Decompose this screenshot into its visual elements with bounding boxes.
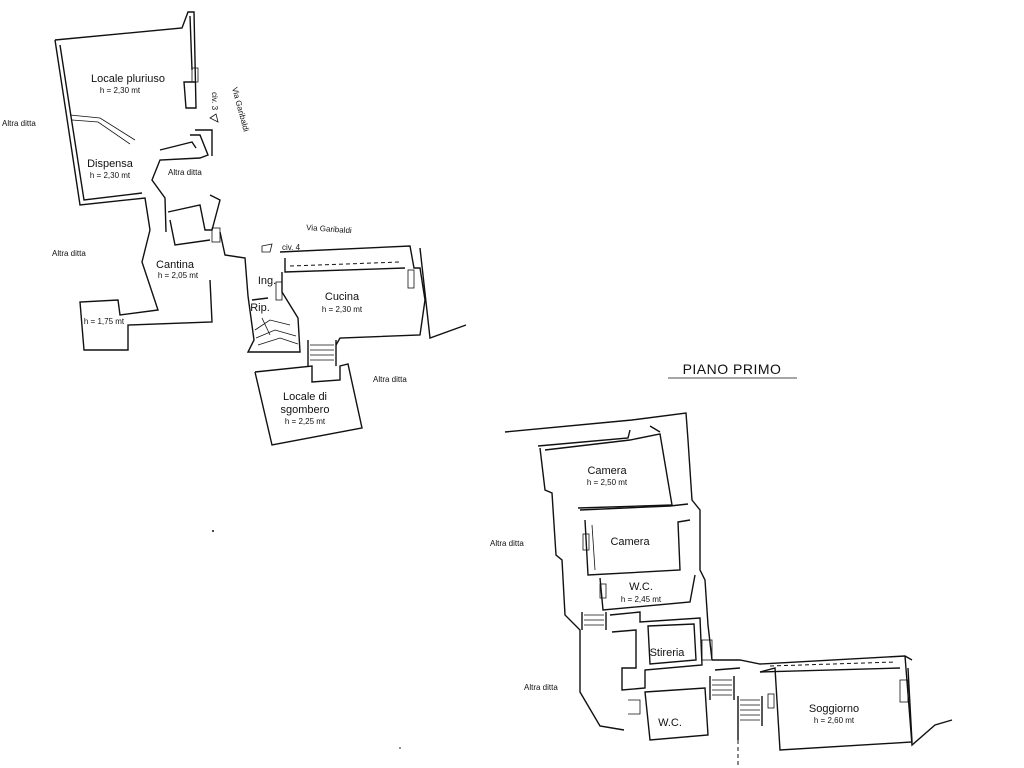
stray-mark bbox=[212, 530, 214, 532]
ground-floor-labels: Locale pluriuso h = 2,30 mt Dispensa h =… bbox=[2, 73, 407, 426]
room-height: h = 1,75 mt bbox=[84, 317, 125, 326]
room-height: h = 2,30 mt bbox=[100, 86, 141, 95]
room-height: h = 2,05 mt bbox=[158, 271, 199, 280]
street-label: Via Garibaldi bbox=[306, 223, 352, 235]
room-label: Cantina bbox=[156, 259, 195, 271]
neighbour-label: Altra ditta bbox=[168, 168, 202, 177]
room-label: Stireria bbox=[650, 647, 686, 659]
room-label: Cucina bbox=[325, 291, 360, 303]
room-label: Camera bbox=[610, 536, 650, 548]
first-floor-walls bbox=[504, 412, 953, 766]
first-floor-labels: PIANO PRIMO Camera h = 2,50 mt Camera W.… bbox=[490, 361, 859, 729]
room-label: Soggiorno bbox=[809, 703, 859, 715]
floor-title: PIANO PRIMO bbox=[683, 361, 782, 377]
civic-number-label: civ. 3 bbox=[210, 92, 219, 111]
room-height: h = 2,30 mt bbox=[322, 305, 363, 314]
neighbour-label: Altra ditta bbox=[373, 375, 407, 384]
room-height: h = 2,45 mt bbox=[621, 595, 662, 604]
room-label: Camera bbox=[587, 465, 627, 477]
room-height: h = 2,60 mt bbox=[814, 716, 855, 725]
room-label: Rip. bbox=[250, 302, 270, 314]
room-label: W.C. bbox=[629, 581, 653, 593]
civic-number-label: civ. 4 bbox=[282, 243, 301, 252]
room-height: h = 2,30 mt bbox=[90, 171, 131, 180]
room-label: Dispensa bbox=[87, 158, 134, 170]
neighbour-label: Altra ditta bbox=[524, 683, 558, 692]
neighbour-label: Altra ditta bbox=[52, 249, 86, 258]
room-label: Ing. bbox=[258, 275, 276, 287]
room-height: h = 2,50 mt bbox=[587, 478, 628, 487]
room-height: h = 2,25 mt bbox=[285, 417, 326, 426]
neighbour-label: Altra ditta bbox=[2, 119, 36, 128]
room-label: Locale di bbox=[283, 391, 327, 403]
room-label: Locale pluriuso bbox=[91, 73, 165, 85]
street-label: Via Garibaldi bbox=[230, 86, 251, 133]
room-label: W.C. bbox=[658, 717, 682, 729]
neighbour-label: Altra ditta bbox=[490, 539, 524, 548]
room-label: sgombero bbox=[281, 404, 330, 416]
stray-mark bbox=[399, 747, 401, 749]
ground-floor-walls bbox=[54, 11, 467, 446]
